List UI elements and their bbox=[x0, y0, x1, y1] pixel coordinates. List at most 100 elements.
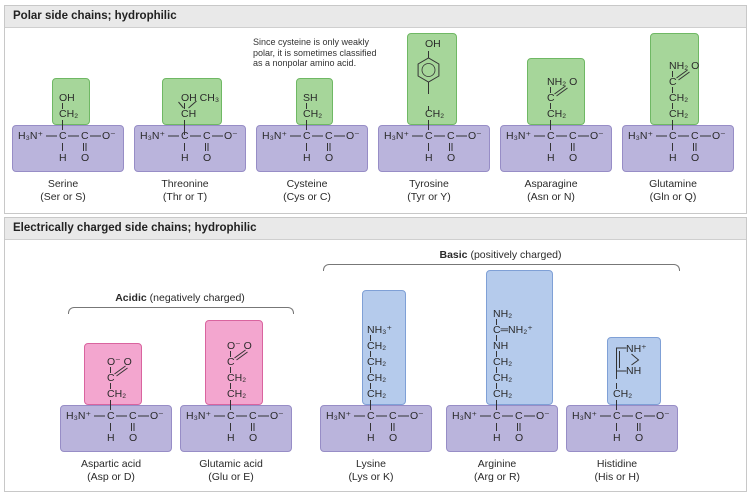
carboxyl-carbon: C bbox=[129, 410, 137, 422]
bond-line bbox=[496, 319, 497, 325]
amine-group: H₃N⁺ bbox=[18, 130, 43, 142]
amine-group: H₃N⁺ bbox=[186, 410, 211, 422]
carboxyl-oxygen-minus: O⁻ bbox=[410, 410, 424, 422]
acidic-group-label: Acidic (negatively charged) bbox=[68, 292, 292, 304]
backbone-box bbox=[566, 405, 678, 452]
bond-line bbox=[370, 367, 371, 373]
amino-acid-label: Tyrosine(Tyr or Y) bbox=[364, 178, 494, 204]
backbone-box bbox=[256, 125, 368, 172]
carbonyl-oxygen: O bbox=[325, 152, 334, 164]
backbone-bonds bbox=[412, 120, 467, 151]
amino-acid-label: Aspartic acid(Asp or D) bbox=[46, 458, 176, 484]
alpha-hydrogen: H bbox=[547, 152, 555, 164]
alpha-carbon: C bbox=[303, 130, 311, 142]
carboxyl-carbon: C bbox=[569, 130, 577, 142]
amino-acid-label: Threonine(Thr or T) bbox=[120, 178, 250, 204]
amino-acid-code: (Lys or K) bbox=[348, 471, 394, 483]
carboxyl-oxygen-minus: O⁻ bbox=[590, 130, 604, 142]
bond-line bbox=[62, 103, 63, 109]
alpha-hydrogen: H bbox=[425, 152, 433, 164]
carboxyl-oxygen-minus: O⁻ bbox=[270, 410, 284, 422]
side-chain-atom: C═NH₂⁺ bbox=[493, 324, 533, 336]
side-chain-atom: C bbox=[107, 372, 115, 384]
alpha-hydrogen: H bbox=[107, 432, 115, 444]
basic-label-rest: (positively charged) bbox=[470, 249, 562, 261]
amino-acid-label: Histidine(His or H) bbox=[552, 458, 682, 484]
amino-acid-name: Lysine bbox=[356, 458, 386, 470]
side-chain-atom: CH₂ bbox=[227, 372, 247, 384]
backbone-bonds bbox=[94, 400, 149, 431]
bond-line bbox=[370, 383, 371, 389]
amino-acid-label: Glutamine(Gln or Q) bbox=[608, 178, 738, 204]
panel-title: Electrically charged side chains; hydrop… bbox=[5, 218, 746, 240]
polar-panel: Polar side chains; hydrophilic bbox=[4, 5, 747, 214]
bond-line bbox=[672, 103, 673, 109]
alpha-hydrogen: H bbox=[303, 152, 311, 164]
amino-acid-code: (Tyr or Y) bbox=[407, 191, 451, 203]
amino-acid-name: Cysteine bbox=[286, 178, 328, 190]
basic-group-label: Basic (positively charged) bbox=[323, 249, 678, 261]
amino-acid-label: Arginine(Arg or R) bbox=[432, 458, 562, 484]
amine-group: H₃N⁺ bbox=[572, 410, 597, 422]
backbone-bonds bbox=[214, 400, 269, 431]
side-chain-atom: O⁻ O bbox=[107, 356, 132, 368]
alpha-carbon: C bbox=[669, 130, 677, 142]
side-chain-box bbox=[362, 290, 406, 405]
bond-line bbox=[496, 351, 497, 357]
alpha-carbon: C bbox=[181, 130, 189, 142]
side-chain-atom: NH bbox=[626, 365, 642, 377]
carbonyl-oxygen: O bbox=[81, 152, 90, 164]
alpha-carbon: C bbox=[59, 130, 67, 142]
alpha-carbon: C bbox=[547, 130, 555, 142]
alpha-carbon: C bbox=[613, 410, 621, 422]
carboxyl-oxygen-minus: O⁻ bbox=[224, 130, 238, 142]
side-chain-atom: C bbox=[227, 356, 235, 368]
side-chain-atom: NH bbox=[493, 340, 509, 352]
amine-group: H₃N⁺ bbox=[326, 410, 351, 422]
backbone-box bbox=[134, 125, 246, 172]
backbone-bonds bbox=[534, 120, 589, 151]
side-chain-box bbox=[296, 78, 333, 125]
amino-acid-code: (Gln or Q) bbox=[649, 191, 697, 203]
backbone-bonds bbox=[656, 120, 711, 151]
bond-line bbox=[550, 103, 551, 109]
side-chain-box bbox=[650, 33, 699, 125]
alpha-carbon: C bbox=[493, 410, 501, 422]
side-chain-atom: C bbox=[669, 76, 677, 88]
bond-line bbox=[184, 103, 185, 109]
carboxyl-oxygen-minus: O⁻ bbox=[712, 130, 726, 142]
bond-line bbox=[496, 335, 497, 341]
backbone-bonds bbox=[600, 400, 655, 431]
side-chain-atom: NH⁺ bbox=[626, 343, 647, 355]
carboxyl-carbon: C bbox=[81, 130, 89, 142]
side-chain-atom: CH₂ bbox=[367, 356, 387, 368]
alpha-carbon: C bbox=[425, 130, 433, 142]
side-chain-box bbox=[52, 78, 90, 125]
side-chain-atom: CH₂ bbox=[367, 388, 387, 400]
carboxyl-oxygen-minus: O⁻ bbox=[536, 410, 550, 422]
amino-acid-name: Glutamic acid bbox=[199, 458, 263, 470]
side-chain-atom: NH₃⁺ bbox=[367, 324, 392, 336]
panel-title: Polar side chains; hydrophilic bbox=[5, 6, 746, 28]
backbone-box bbox=[12, 125, 124, 172]
side-chain-atom: NH₂ O bbox=[547, 76, 578, 88]
alpha-hydrogen: H bbox=[669, 152, 677, 164]
amino-acid-label: Cysteine(Cys or C) bbox=[242, 178, 372, 204]
bond-line bbox=[616, 383, 617, 389]
side-chain-box bbox=[205, 320, 263, 405]
alpha-carbon: C bbox=[227, 410, 235, 422]
side-chain-atom: C bbox=[547, 92, 555, 104]
amino-acid-name: Tyrosine bbox=[409, 178, 449, 190]
side-chain-box bbox=[407, 33, 457, 125]
side-chain-atom: CH₂ bbox=[669, 92, 689, 104]
backbone-box bbox=[378, 125, 490, 172]
side-chain-atom: O⁻ O bbox=[227, 340, 252, 352]
carboxyl-carbon: C bbox=[203, 130, 211, 142]
backbone-bonds bbox=[480, 400, 535, 431]
